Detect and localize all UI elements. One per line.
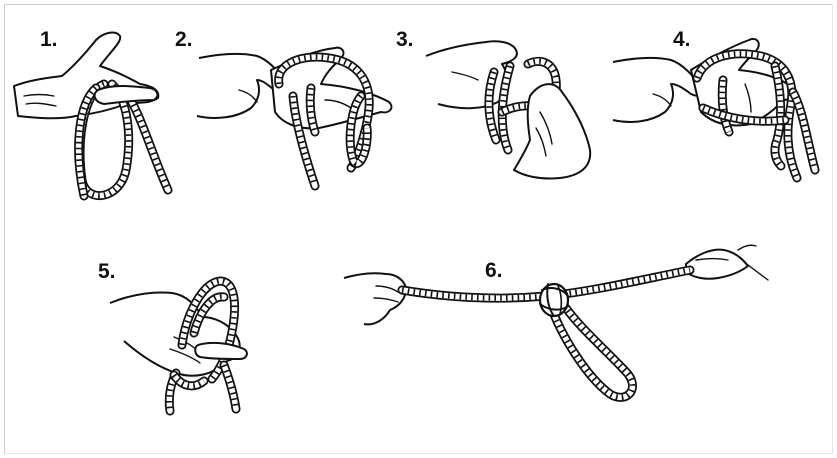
step-4-panel: 4.	[605, 0, 835, 220]
step-1-illustration	[0, 0, 200, 220]
step-3-right-hand	[514, 84, 590, 178]
step-1-panel: 1.	[0, 0, 200, 220]
step-4-pointing-hand	[613, 58, 702, 122]
step-3-panel: 3.	[390, 0, 600, 220]
step-6-illustration	[340, 228, 780, 428]
step-5-panel: 5.	[90, 245, 280, 445]
step-6-left-hand	[344, 273, 406, 324]
step-6-panel: 6.	[340, 228, 780, 428]
step-6-right-hand	[686, 250, 748, 279]
step-3-illustration	[390, 0, 600, 220]
step-5-illustration	[90, 245, 280, 445]
step-4-illustration	[605, 0, 835, 220]
step-2-illustration	[175, 0, 400, 220]
step-2-panel: 2.	[175, 0, 400, 220]
step-6-knot	[540, 284, 568, 316]
